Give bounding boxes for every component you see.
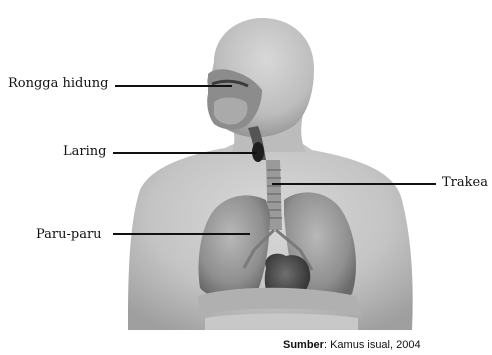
label-trakea: Trakea [442, 175, 488, 190]
source-text: : Kamus isual, 2004 [324, 339, 421, 351]
label-laring: Laring [63, 144, 106, 159]
source-caption: Sumber: Kamus isual, 2004 [283, 339, 421, 351]
label-rongga-hidung: Rongga hidung [8, 76, 108, 91]
label-paru-paru: Paru-paru [36, 227, 102, 242]
diaphragm-edge [205, 314, 358, 331]
source-prefix: Sumber [283, 339, 324, 351]
